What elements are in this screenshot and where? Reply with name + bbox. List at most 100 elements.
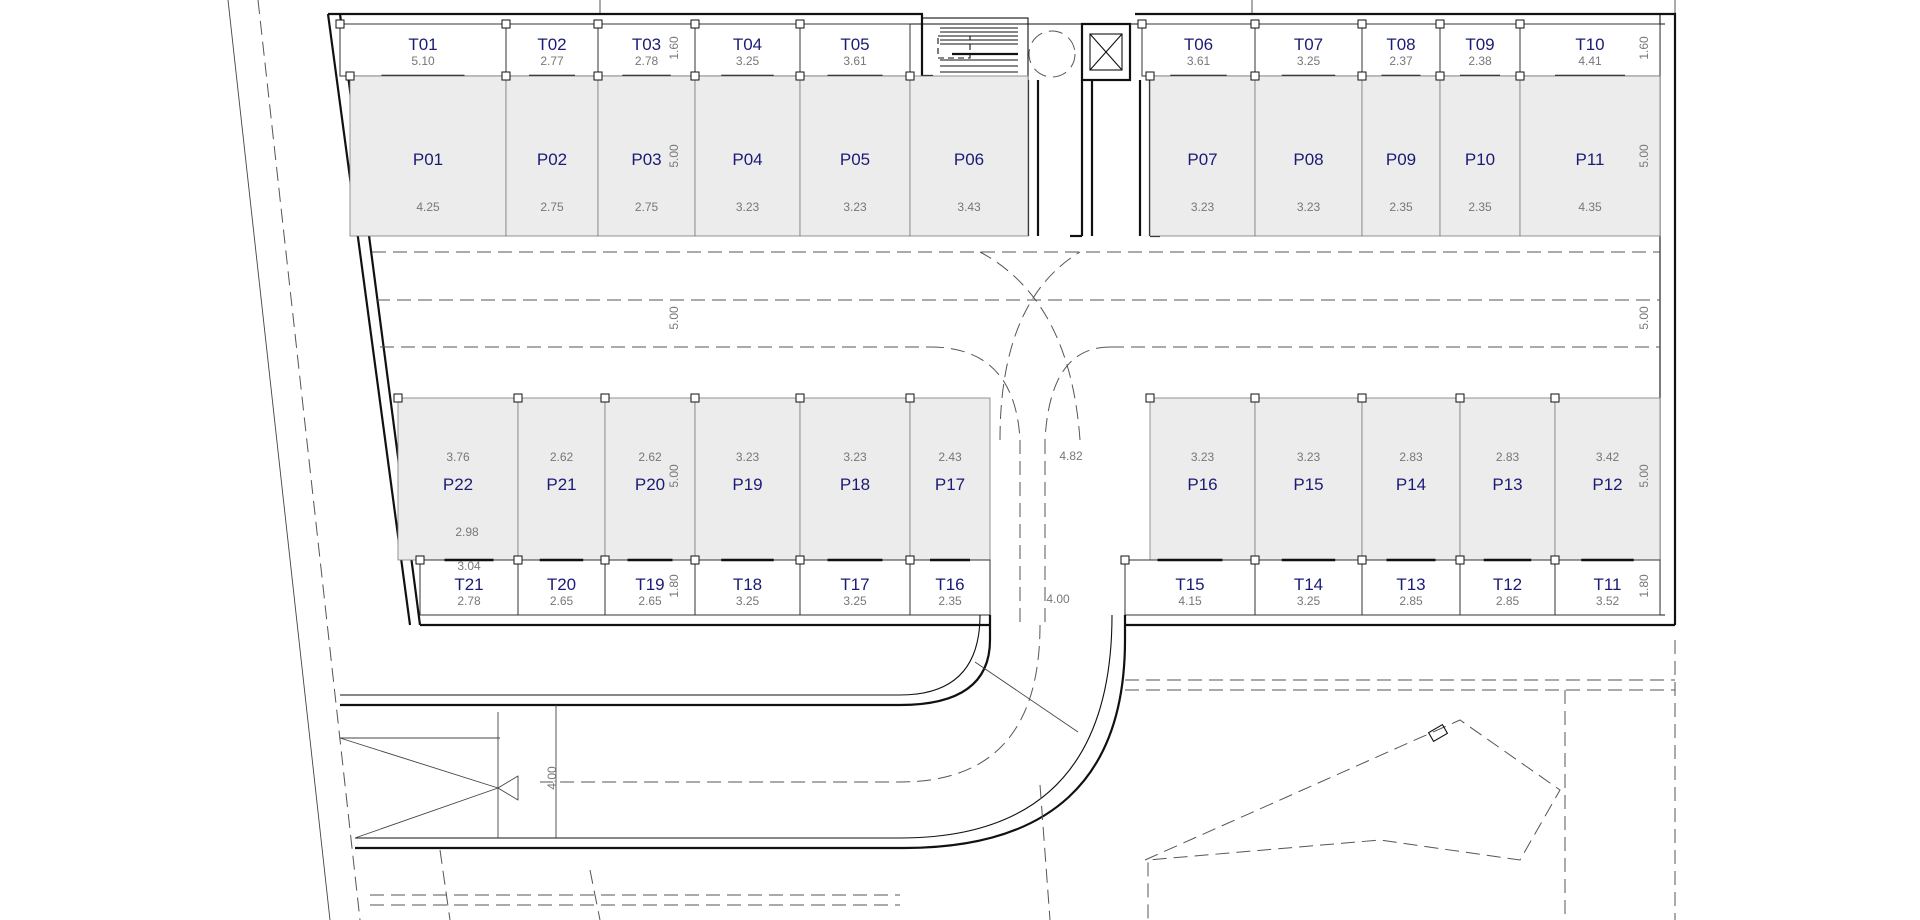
bay-label: T10 (1575, 35, 1604, 54)
bay-label: P20 (635, 475, 665, 494)
bay-label: P12 (1592, 475, 1622, 494)
bay-label: P08 (1293, 150, 1323, 169)
column-marker (1137, 19, 1147, 29)
bay-label: T13 (1396, 575, 1425, 594)
bay-width: 3.23 (1297, 450, 1321, 464)
column-marker (593, 71, 603, 81)
ramp-opening (339, 614, 1127, 850)
dim-aisle-left: 5.00 (667, 306, 681, 330)
bay-outline (909, 559, 991, 616)
dim-p22-extra-2: 3.04 (457, 559, 481, 573)
parking-bay: P21 2.62 (513, 393, 606, 561)
column-marker (593, 19, 603, 29)
bay-width: 2.83 (1496, 450, 1520, 464)
bay-width: 4.35 (1578, 200, 1602, 214)
column-marker (393, 393, 403, 403)
bay-label: P15 (1293, 475, 1323, 494)
bay-label: T17 (840, 575, 869, 594)
bay-outline (799, 23, 911, 77)
column-marker (690, 393, 700, 403)
column-marker (1145, 71, 1155, 81)
column-marker (1550, 393, 1560, 403)
column-marker (905, 555, 915, 565)
bay-outline (397, 397, 519, 561)
bay-label: T03 (632, 35, 661, 54)
bay-outline (1554, 559, 1661, 616)
dim-parking-depth-top-right: 5.00 (1637, 144, 1651, 168)
bay-outline (597, 75, 696, 237)
bay-width: 4.25 (416, 200, 440, 214)
bay-outline (597, 23, 696, 77)
bay-outline (1459, 397, 1556, 561)
bay-label: T01 (408, 35, 437, 54)
dim-parking-depth-bottom-left: 5.00 (667, 464, 681, 488)
bay-outline (799, 397, 911, 561)
column-marker (1435, 71, 1445, 81)
column-marker (513, 555, 523, 565)
bay-outline (1124, 559, 1256, 616)
parking-bay: P10 2.35 (1435, 71, 1521, 237)
column-marker (600, 555, 610, 565)
bay-label: P22 (443, 475, 473, 494)
bay-label: P01 (413, 150, 443, 169)
bay-width: 2.35 (1389, 200, 1413, 214)
bay-width: 2.37 (1389, 54, 1413, 68)
column-marker (905, 71, 915, 81)
bay-width: 3.61 (1187, 54, 1211, 68)
bay-outline (1149, 75, 1256, 237)
bay-width: 2.78 (635, 54, 659, 68)
dim-ramp-width: 4.00 (545, 766, 559, 790)
bay-label: P04 (732, 150, 762, 169)
bay-outline (517, 559, 606, 616)
storage-row-bottom: T212.78T202.65T192.65T183.25T173.25T162.… (415, 555, 1661, 616)
bay-label: T11 (1593, 575, 1621, 594)
column-marker (335, 19, 345, 29)
column-marker (795, 19, 805, 29)
bay-width: 2.62 (550, 450, 574, 464)
bay-label: P21 (546, 475, 576, 494)
bay-label: T05 (840, 35, 869, 54)
parking-bay: P12 3.42 (1550, 393, 1661, 561)
bay-width: 3.23 (1191, 200, 1215, 214)
bay-outline (1439, 23, 1521, 77)
column-marker (1515, 71, 1525, 81)
bay-width: 3.23 (843, 200, 867, 214)
bay-width: 2.35 (1468, 200, 1492, 214)
column-marker (513, 393, 523, 403)
bay-width: 3.25 (736, 594, 760, 608)
dim-parking-depth-bottom-right: 5.00 (1637, 464, 1651, 488)
bay-label: P10 (1465, 150, 1495, 169)
column-marker (1357, 71, 1367, 81)
bay-outline (1361, 75, 1441, 237)
bay-label: T21 (454, 575, 483, 594)
bay-width: 2.78 (457, 594, 481, 608)
bay-width: 3.42 (1596, 450, 1620, 464)
bay-width: 2.62 (638, 450, 662, 464)
bay-width: 3.25 (1297, 54, 1321, 68)
bay-label: P19 (732, 475, 762, 494)
bay-outline (1254, 397, 1363, 561)
column-marker (1455, 393, 1465, 403)
bay-width: 2.75 (635, 200, 659, 214)
bay-width: 3.25 (1297, 594, 1321, 608)
bay-width: 2.43 (938, 450, 962, 464)
bay-label: T20 (547, 575, 576, 594)
bay-label: T02 (537, 35, 566, 54)
bay-width: 3.23 (1297, 200, 1321, 214)
bay-outline (1254, 559, 1363, 616)
